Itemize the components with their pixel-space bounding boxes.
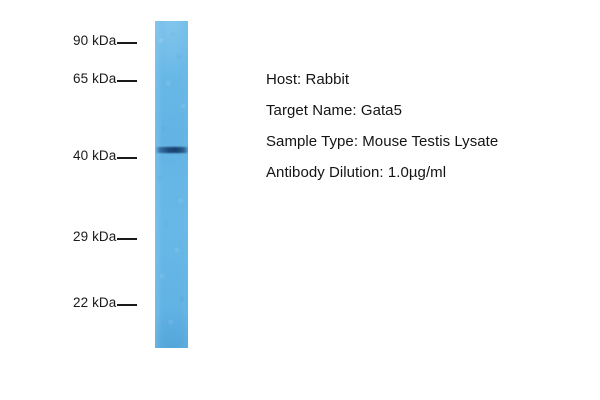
info-line-sample-type: Sample Type: Mouse Testis Lysate: [266, 133, 499, 150]
blot-lane-background: [155, 21, 188, 348]
ladder-marker-90: 90 kDa: [73, 33, 138, 48]
ladder-marker-65: 65 kDa: [73, 71, 138, 86]
info-line-host: Host: Rabbit: [266, 71, 350, 88]
ladder-tick-22: [117, 304, 138, 306]
ladder-label-40: 40 kDa: [73, 148, 117, 163]
ladder-tick-90: [117, 42, 138, 44]
ladder-label-90: 90 kDa: [73, 33, 117, 48]
ladder-label-22: 22 kDa: [73, 295, 117, 310]
ladder-marker-40: 40 kDa: [73, 148, 138, 163]
ladder-marker-29: 29 kDa: [73, 229, 138, 244]
protein-band: [156, 147, 188, 153]
blot-lane-texture: [155, 21, 188, 348]
ladder-tick-29: [117, 238, 138, 240]
ladder-label-29: 29 kDa: [73, 229, 117, 244]
blot-lane: [155, 21, 188, 348]
ladder-tick-40: [117, 157, 138, 159]
info-line-antibody-dilution: Antibody Dilution: 1.0µg/ml: [266, 164, 447, 181]
ladder-marker-22: 22 kDa: [73, 295, 138, 310]
info-line-target-name: Target Name: Gata5: [266, 102, 402, 119]
ladder-label-65: 65 kDa: [73, 71, 117, 86]
antibody-info-block: Host: Rabbit Target Name: Gata5 Sample T…: [266, 64, 566, 188]
ladder-tick-65: [117, 80, 138, 82]
